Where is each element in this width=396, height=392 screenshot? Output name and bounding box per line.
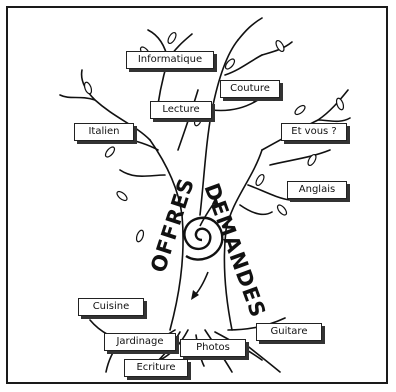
- label-informatique: Informatique: [126, 51, 214, 69]
- arrow-down-icon: [193, 271, 209, 297]
- label-ecriture: Ecriture: [124, 359, 188, 377]
- trunk-right-line: [223, 149, 263, 331]
- spiral-icon: [183, 216, 224, 261]
- label-anglais: Anglais: [287, 181, 347, 199]
- label-et-vous: Et vous ?: [281, 123, 347, 141]
- label-guitare: Guitare: [256, 323, 322, 341]
- label-jardinage: Jardinage: [104, 333, 176, 351]
- trunk-left-line: [149, 139, 184, 331]
- label-cuisine: Cuisine: [78, 298, 144, 316]
- label-photos: Photos: [180, 339, 246, 357]
- label-lecture: Lecture: [150, 101, 212, 119]
- label-italien: Italien: [74, 123, 134, 141]
- label-couture: Couture: [220, 80, 280, 98]
